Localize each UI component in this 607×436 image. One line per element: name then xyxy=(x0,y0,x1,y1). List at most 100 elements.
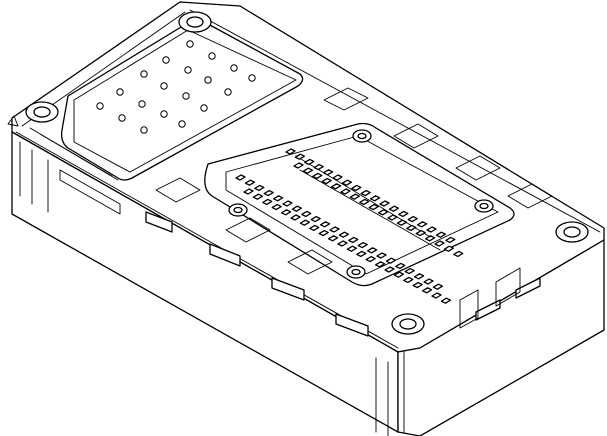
receptacle-screws xyxy=(228,129,494,279)
contact-cell xyxy=(377,209,389,216)
contact-cell xyxy=(413,273,425,280)
contact-cell xyxy=(294,153,306,160)
contact-cell xyxy=(337,240,348,247)
contact-cell xyxy=(398,210,409,218)
right-end-detail xyxy=(375,267,521,436)
contact-cell xyxy=(272,195,284,202)
contact-cell xyxy=(243,188,254,195)
contact-cell xyxy=(416,221,428,228)
contact-cell xyxy=(348,236,359,244)
pin-hole xyxy=(208,52,216,60)
contact-cell xyxy=(351,184,362,192)
receptacle-screw xyxy=(474,199,494,213)
contact-cell xyxy=(291,205,303,212)
pin-hole xyxy=(200,104,208,112)
contact-cell xyxy=(445,236,456,244)
receptacle-inner xyxy=(225,135,499,275)
contact-cell xyxy=(406,224,417,232)
slot xyxy=(515,277,541,299)
contact-cell xyxy=(340,188,351,195)
pin-holes xyxy=(96,40,256,134)
pin-hole xyxy=(224,88,232,96)
contact-cell xyxy=(374,261,386,268)
warning-mark xyxy=(7,115,19,127)
contact-cell xyxy=(435,231,447,238)
contact-cell xyxy=(366,247,378,254)
contact-cell xyxy=(387,214,398,221)
contact-cell xyxy=(432,283,444,290)
contact-cell xyxy=(415,229,426,237)
contact-cell xyxy=(421,287,433,294)
label-pad xyxy=(507,183,553,209)
contact-cell xyxy=(385,257,397,264)
slot xyxy=(475,299,501,321)
contact-cell xyxy=(282,200,293,207)
contact-cell xyxy=(299,219,311,226)
contact-cell xyxy=(313,163,324,171)
pin-hole xyxy=(204,76,212,84)
contact-cell xyxy=(440,297,452,304)
slot xyxy=(271,277,305,301)
pin-hole xyxy=(96,102,104,110)
contact-cell xyxy=(321,177,332,185)
contact-cell xyxy=(360,189,371,197)
contact-cell xyxy=(393,271,405,278)
contact-cell xyxy=(369,195,381,202)
contact-cell xyxy=(356,250,367,258)
contact-cell xyxy=(244,179,256,186)
contact-cell xyxy=(349,193,361,200)
label-pad xyxy=(155,177,201,203)
left-end-detail xyxy=(7,115,121,215)
contact-cell xyxy=(262,198,273,206)
receptacle-screw xyxy=(352,129,372,143)
pin-hole xyxy=(160,110,168,118)
contact-cell xyxy=(301,210,312,218)
contact-cell xyxy=(319,221,331,228)
pin-hole xyxy=(160,82,168,90)
contact-cell xyxy=(252,193,264,200)
pin-hole xyxy=(140,70,148,78)
screw-left xyxy=(25,101,59,123)
pin-hole xyxy=(182,92,190,100)
front-slots xyxy=(145,211,541,337)
contact-cell xyxy=(327,235,339,242)
contact-cell xyxy=(368,203,379,211)
contact-cell xyxy=(309,224,320,232)
contact-cell xyxy=(338,231,350,238)
contact-cell xyxy=(424,235,436,242)
pin-hole xyxy=(138,100,146,108)
side-face xyxy=(397,239,605,436)
receptacle-screw xyxy=(228,203,248,217)
screw-bottom xyxy=(391,313,425,335)
contact-cell xyxy=(346,245,358,252)
contact-cell xyxy=(271,203,282,211)
screw-top xyxy=(178,11,212,33)
contact-cell xyxy=(395,262,406,270)
contact-cell xyxy=(302,167,314,174)
contact-cell xyxy=(329,226,340,233)
contact-cell xyxy=(396,219,408,226)
contact-cell xyxy=(365,255,376,263)
contact-cell xyxy=(423,278,434,285)
contact-cell xyxy=(312,172,323,180)
contact-cell xyxy=(322,169,334,176)
pin-hole xyxy=(178,120,186,128)
contact-cell xyxy=(293,162,304,169)
label-pad xyxy=(287,249,333,275)
receptacle-screw xyxy=(346,265,366,279)
contact-grid xyxy=(235,148,464,304)
pin-hole xyxy=(248,74,256,82)
contact-cell xyxy=(404,267,415,275)
pin-hole xyxy=(230,64,238,72)
pin-hole xyxy=(118,114,126,122)
contact-cell xyxy=(379,200,390,207)
contact-cell xyxy=(310,215,321,223)
slot xyxy=(335,313,369,337)
label-pad xyxy=(323,87,369,111)
contact-cell xyxy=(341,179,353,186)
label-pad xyxy=(455,155,501,181)
contact-cell xyxy=(434,240,445,247)
label-pad xyxy=(393,123,439,149)
contact-cell xyxy=(332,174,343,181)
contact-cell xyxy=(426,226,437,233)
